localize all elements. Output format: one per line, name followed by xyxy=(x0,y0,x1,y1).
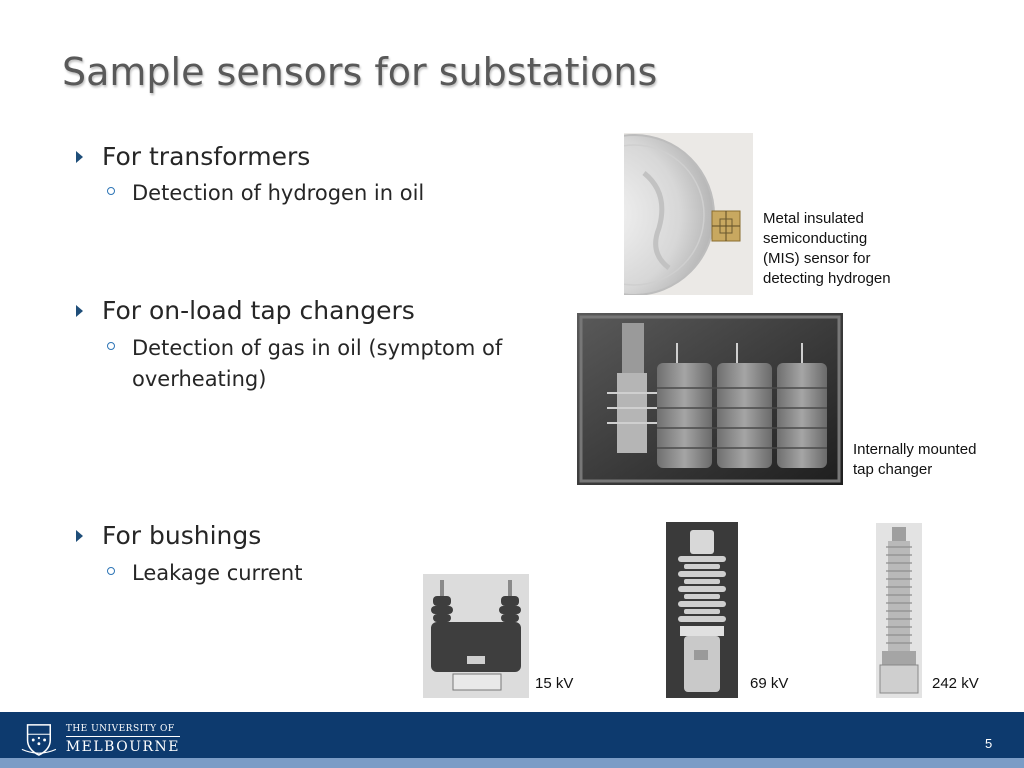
bushing-15kv-photo xyxy=(423,574,529,698)
bullet-arrow-icon xyxy=(76,151,83,163)
slide-title: Sample sensors for substations xyxy=(62,50,658,94)
crest-icon xyxy=(21,724,57,756)
bullet-label: For on-load tap changers xyxy=(102,296,415,325)
sub-bullet-ring-icon xyxy=(107,187,115,195)
sub-bullet-text: Leakage current xyxy=(132,561,303,585)
bushing-15kv-caption: 15 kV xyxy=(535,675,574,692)
bushing-69kv-caption: 69 kV xyxy=(750,675,789,692)
tap-changer-photo xyxy=(577,313,843,485)
bullet-arrow-icon xyxy=(76,530,83,542)
tap-changer-caption: Internally mounted tap changer xyxy=(853,441,977,478)
sub-bullet-hydrogen: Detection of hydrogen in oil xyxy=(107,178,547,209)
sub-bullet-ring-icon xyxy=(107,567,115,575)
sub-bullet-text: Detection of hydrogen in oil xyxy=(132,181,425,205)
sub-bullet-text: Detection of gas in oil (symptom of over… xyxy=(132,336,503,391)
bullet-label: For bushings xyxy=(102,521,262,550)
logo-line1: THE UNIVERSITY OF xyxy=(65,723,175,734)
bullet-transformers: For transformers xyxy=(76,142,310,171)
sub-bullet-leakage: Leakage current xyxy=(107,558,407,589)
bushing-242kv-caption: 242 kV xyxy=(932,675,979,692)
bushing-242kv-photo xyxy=(876,523,922,698)
logo-line2: MELBOURNE xyxy=(65,735,180,755)
mis-sensor-caption: Metal insulated semiconducting (MIS) sen… xyxy=(763,210,891,287)
page-number: 5 xyxy=(985,736,993,751)
bullet-tap-changers: For on-load tap changers xyxy=(76,296,415,325)
university-logo: THE UNIVERSITY OF MELBOURNE xyxy=(20,719,180,759)
bullet-bushings: For bushings xyxy=(76,521,261,550)
bullet-arrow-icon xyxy=(76,305,83,317)
footer-stripe xyxy=(0,758,1024,768)
sub-bullet-gas: Detection of gas in oil (symptom of over… xyxy=(107,333,557,395)
mis-sensor-photo xyxy=(624,133,753,295)
bullet-label: For transformers xyxy=(102,142,311,171)
sub-bullet-ring-icon xyxy=(107,342,115,350)
bushing-69kv-photo xyxy=(666,522,738,698)
